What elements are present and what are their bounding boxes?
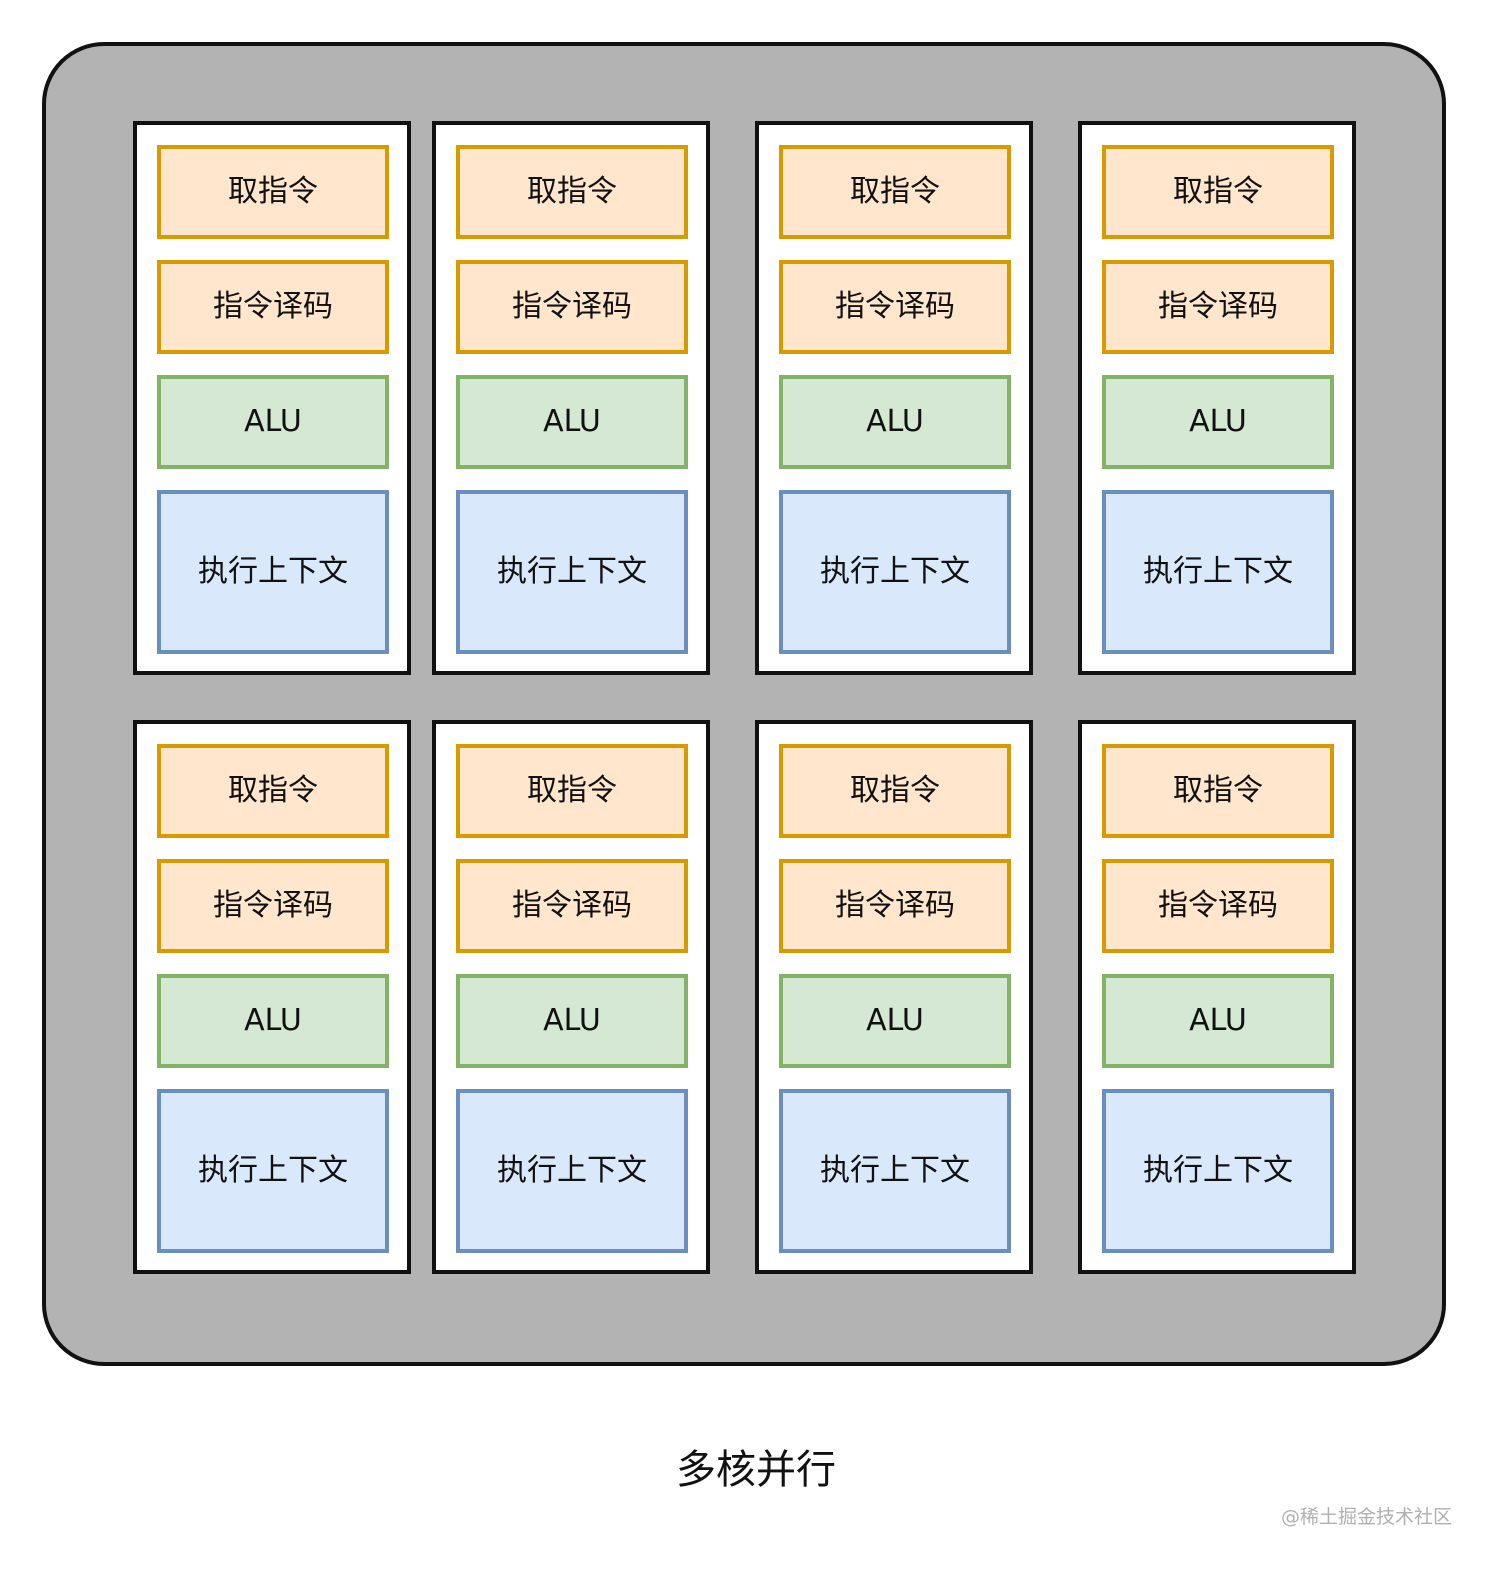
cpu-core-1: 取指令指令译码 ALU 执行上下文	[133, 121, 411, 675]
execution-context-block: 执行上下文	[456, 490, 688, 654]
watermark: @稀土掘金技术社区	[1280, 1506, 1452, 1528]
execution-context-block: 执行上下文	[779, 1089, 1011, 1253]
alu-block: ALU	[157, 375, 389, 469]
alu-block: ALU	[1102, 974, 1334, 1068]
execution-context-block: 执行上下文	[157, 490, 389, 654]
fetch-instruction-block: 取指令	[157, 744, 389, 838]
instruction-decode-block: 指令译码	[1102, 260, 1334, 354]
instruction-decode-block: 指令译码	[779, 260, 1011, 354]
cpu-core-3: 取指令指令译码 ALU 执行上下文	[755, 121, 1033, 675]
fetch-instruction-block: 取指令	[456, 145, 688, 239]
fetch-instruction-block: 取指令	[1102, 145, 1334, 239]
cpu-core-7: 取指令指令译码 ALU 执行上下文	[755, 720, 1033, 1274]
alu-block: ALU	[779, 375, 1011, 469]
instruction-decode-block: 指令译码	[1102, 859, 1334, 953]
instruction-decode-block: 指令译码	[779, 859, 1011, 953]
cpu-core-4: 取指令指令译码 ALU 执行上下文	[1078, 121, 1356, 675]
fetch-instruction-block: 取指令	[456, 744, 688, 838]
fetch-instruction-block: 取指令	[157, 145, 389, 239]
instruction-decode-block: 指令译码	[456, 260, 688, 354]
execution-context-block: 执行上下文	[456, 1089, 688, 1253]
execution-context-block: 执行上下文	[157, 1089, 389, 1253]
alu-block: ALU	[456, 375, 688, 469]
cpu-core-6: 取指令指令译码 ALU 执行上下文	[432, 720, 710, 1274]
execution-context-block: 执行上下文	[779, 490, 1011, 654]
fetch-instruction-block: 取指令	[779, 145, 1011, 239]
alu-block: ALU	[779, 974, 1011, 1068]
cpu-core-5: 取指令指令译码 ALU 执行上下文	[133, 720, 411, 1274]
instruction-decode-block: 指令译码	[456, 859, 688, 953]
execution-context-block: 执行上下文	[1102, 1089, 1334, 1253]
cpu-core-8: 取指令指令译码 ALU 执行上下文	[1078, 720, 1356, 1274]
alu-block: ALU	[456, 974, 688, 1068]
alu-block: ALU	[157, 974, 389, 1068]
instruction-decode-block: 指令译码	[157, 260, 389, 354]
fetch-instruction-block: 取指令	[779, 744, 1011, 838]
diagram-caption: 多核并行	[676, 1447, 836, 1493]
alu-block: ALU	[1102, 375, 1334, 469]
cpu-core-2: 取指令指令译码 ALU 执行上下文	[432, 121, 710, 675]
instruction-decode-block: 指令译码	[157, 859, 389, 953]
execution-context-block: 执行上下文	[1102, 490, 1334, 654]
fetch-instruction-block: 取指令	[1102, 744, 1334, 838]
